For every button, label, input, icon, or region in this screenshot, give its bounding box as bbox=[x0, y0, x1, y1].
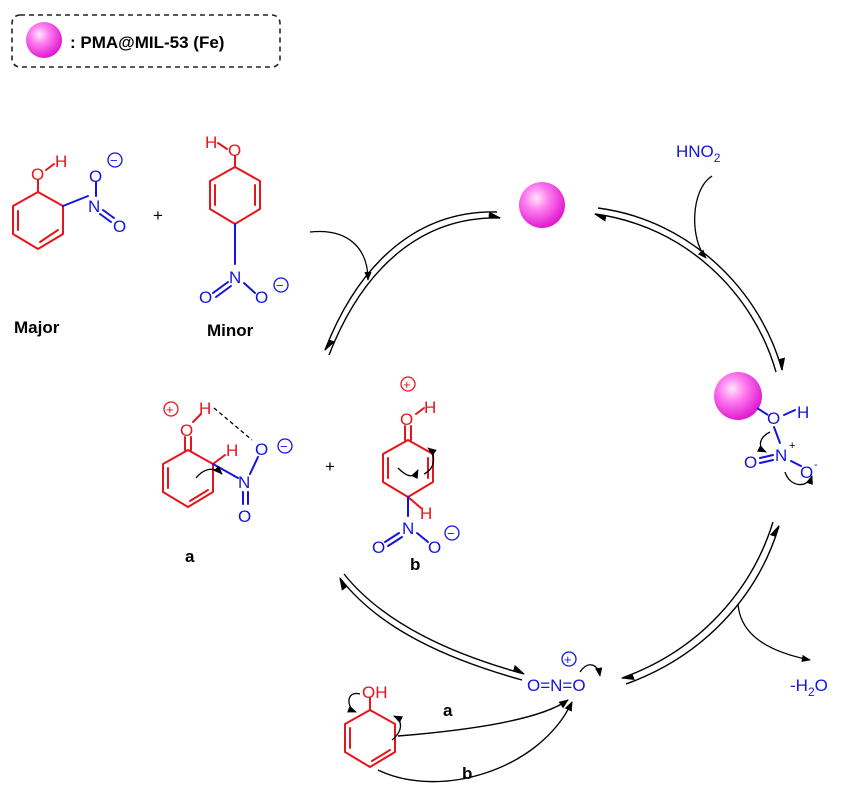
cycle-arc-bottomleft bbox=[339, 577, 523, 681]
svg-text:+: + bbox=[789, 440, 795, 452]
minor-h-atom: H bbox=[205, 133, 217, 152]
major-o-double: O bbox=[113, 217, 126, 236]
major-o-minus: O bbox=[89, 167, 102, 186]
svg-text:H: H bbox=[424, 398, 436, 417]
svg-text:N: N bbox=[775, 446, 787, 465]
intermediate-b-label: b bbox=[410, 555, 420, 574]
catalyst-sphere-right-icon bbox=[714, 372, 762, 420]
minor-o-double: O bbox=[199, 288, 212, 307]
intermediate-b: O + H H N O O − b bbox=[372, 376, 460, 574]
svg-text:+: + bbox=[403, 377, 411, 392]
svg-text:+: + bbox=[564, 652, 572, 667]
pathway-a-label: a bbox=[443, 701, 453, 720]
major-product: O H N O − O Major bbox=[12, 152, 126, 337]
major-h-atom: H bbox=[55, 152, 67, 171]
intermediate-a: O + H H N O − O a bbox=[162, 399, 293, 566]
catalyst-sphere-top-icon bbox=[519, 182, 565, 228]
water-label: -H2O bbox=[790, 676, 828, 699]
hno2-label: HNO2 bbox=[676, 142, 721, 165]
svg-text:N: N bbox=[402, 519, 414, 538]
major-label: Major bbox=[14, 318, 60, 337]
svg-text:O: O bbox=[400, 410, 413, 429]
svg-text:H: H bbox=[797, 403, 809, 422]
major-o-atom: O bbox=[31, 165, 44, 184]
svg-text:−: − bbox=[276, 278, 284, 293]
svg-text:H: H bbox=[199, 399, 211, 418]
minor-label: Minor bbox=[207, 321, 254, 340]
minor-product: O H N O O − Minor bbox=[199, 133, 289, 340]
activated-complex: O H N + O O - bbox=[714, 372, 818, 486]
svg-text:O: O bbox=[372, 538, 385, 557]
cycle-arc-topleft bbox=[324, 211, 498, 352]
svg-text:N: N bbox=[238, 473, 250, 492]
svg-text:O: O bbox=[238, 507, 251, 526]
cycle-arc-topright bbox=[597, 207, 786, 372]
pathway-b-arrow bbox=[377, 701, 573, 783]
catalyst-sphere-icon bbox=[26, 22, 62, 58]
svg-text:+: + bbox=[166, 402, 174, 417]
minor-o-atom: O bbox=[228, 141, 241, 160]
pathway-a-arrow bbox=[397, 699, 569, 737]
svg-text:−: − bbox=[447, 526, 455, 541]
svg-text:O: O bbox=[255, 440, 268, 459]
svg-text:OH: OH bbox=[362, 683, 388, 702]
svg-text:O: O bbox=[767, 409, 780, 428]
svg-text:O: O bbox=[180, 421, 193, 440]
nitronium-label: O=N=O bbox=[527, 676, 586, 695]
svg-text:H: H bbox=[420, 504, 432, 523]
pathway-b-label: b bbox=[462, 764, 472, 783]
svg-text:O: O bbox=[744, 453, 757, 472]
minor-o-minus: O bbox=[255, 288, 268, 307]
cycle-arc-bottomright bbox=[620, 521, 774, 681]
intermediate-a-label: a bbox=[185, 547, 195, 566]
phenol: OH bbox=[344, 683, 403, 768]
legend: : PMA@MIL-53 (Fe) bbox=[11, 14, 281, 68]
svg-text:−: − bbox=[280, 439, 288, 454]
plus-sign: + bbox=[153, 206, 163, 225]
legend-label: : PMA@MIL-53 (Fe) bbox=[70, 33, 224, 52]
svg-text:-: - bbox=[814, 459, 818, 471]
minor-n-atom: N bbox=[229, 268, 241, 287]
svg-text:−: − bbox=[110, 153, 118, 168]
svg-text:H: H bbox=[226, 441, 238, 460]
major-n-atom: N bbox=[88, 197, 100, 216]
nitronium-ion: O=N=O + bbox=[527, 651, 603, 695]
plus-sign-2: + bbox=[325, 457, 335, 476]
svg-text:O: O bbox=[428, 538, 441, 557]
